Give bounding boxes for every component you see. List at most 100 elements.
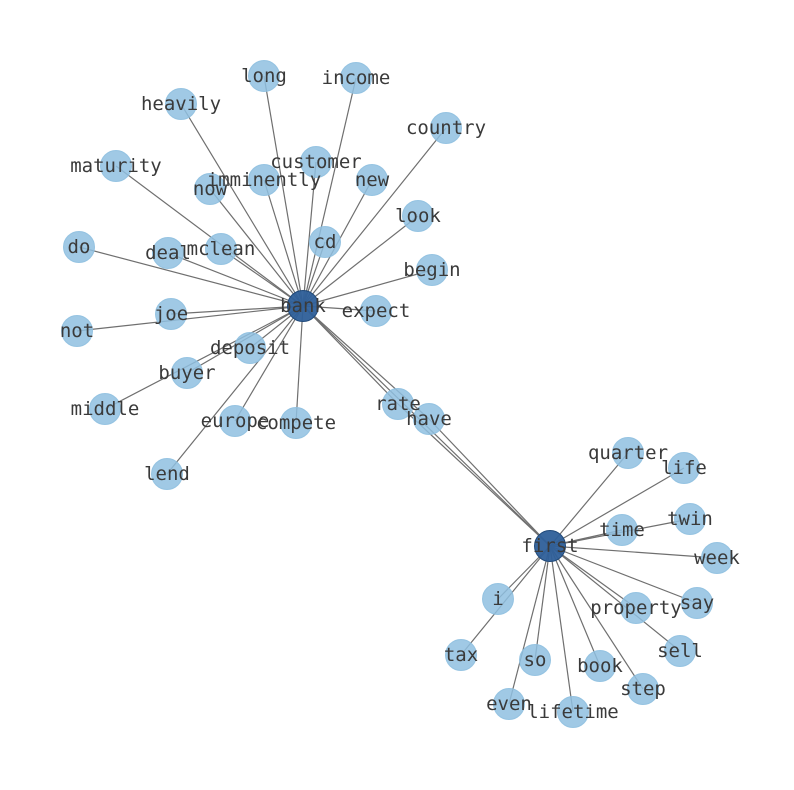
node-buyer [171,357,203,389]
node-book [584,650,616,682]
edge-bank-middle [104,305,304,410]
edge-first-property [549,545,637,609]
node-europe [219,405,251,437]
node-so [519,644,551,676]
node-label-life: life [661,457,707,479]
node-imminently [248,164,280,196]
node-long [248,60,280,92]
node-quarter [612,437,644,469]
edge-bank-heavily [180,103,304,307]
node-label-step: step [620,678,666,700]
node-label-country: country [406,117,486,139]
edge-bank-long [263,75,304,307]
node-label-not: not [60,320,94,342]
node-label-quarter: quarter [588,442,668,464]
node-label-week: week [694,547,740,569]
node-label-middle: middle [71,398,140,420]
node-twin [674,503,706,535]
node-cd [309,226,341,258]
node-label-customer: customer [270,151,362,173]
node-label-rate: rate [375,393,421,415]
node-joe [155,298,187,330]
edge-first-sell [549,545,681,652]
node-i [482,583,514,615]
node-label-lend: lend [144,463,190,485]
edge-bank-country [302,127,447,307]
edge-first-lifetime [549,545,574,713]
edge-bank-not [76,305,304,332]
node-label-say: say [680,592,714,614]
node-have [413,403,445,435]
node-label-even: even [486,693,532,715]
node-label-twin: twin [667,508,713,530]
edge-first-have [428,418,551,547]
node-middle [89,393,121,425]
node-look [402,200,434,232]
node-lend [151,458,183,490]
node-label-sell: sell [657,640,703,662]
node-label-buyer: buyer [158,362,215,384]
edge-bank-income [302,77,357,307]
node-country [430,112,462,144]
node-label-so: so [524,649,547,671]
edge-first-life [549,467,685,547]
node-deal [152,237,184,269]
node-not [61,315,93,347]
node-label-deposit: deposit [210,337,290,359]
edge-first-quarter [549,452,629,547]
edge-bank-lend [166,305,304,475]
node-label-heavily: heavily [141,93,221,115]
node-tax [445,639,477,671]
node-label-maturity: maturity [70,155,162,177]
edge-bank-customer [302,161,317,307]
node-compete [280,407,312,439]
node-first [534,530,566,562]
node-mclean [205,233,237,265]
edge-bank-look [302,215,419,307]
edge-first-even [508,545,551,705]
node-label-time: time [599,519,645,541]
node-label-first: first [521,535,578,557]
node-bank [287,290,319,322]
node-lifetime [557,696,589,728]
node-deposit [234,332,266,364]
node-do [63,231,95,263]
node-begin [416,254,448,286]
edge-first-week [549,545,718,559]
node-expect [360,295,392,327]
node-label-income: income [322,67,391,89]
node-label-imminently: imminently [207,169,321,191]
edge-bank-deal [167,252,304,307]
node-label-begin: begin [403,259,460,281]
edge-bank-maturity [115,165,304,307]
node-label-joe: joe [154,303,188,325]
node-label-mclean: mclean [187,238,256,260]
edge-bank-imminently [263,179,304,307]
edge-bank-now [209,188,304,307]
node-time [606,514,638,546]
node-step [627,673,659,705]
node-even [493,688,525,720]
node-label-i: i [492,588,503,610]
edge-first-step [549,545,644,690]
node-layer [61,60,733,728]
node-label-book: book [577,655,623,677]
node-label-new: new [355,169,390,191]
node-sell [664,635,696,667]
node-label-long: long [241,65,287,87]
node-rate [382,388,414,420]
node-heavily [165,88,197,120]
edge-bank-compete [295,305,304,424]
node-label-expect: expect [342,300,411,322]
node-label-compete: compete [256,412,336,434]
node-label-have: have [406,408,452,430]
node-label-property: property [590,597,682,619]
node-label-lifetime: lifetime [527,701,619,723]
node-property [620,592,652,624]
node-say [681,587,713,619]
edge-bank-mclean [220,248,304,307]
edge-layer [76,75,718,713]
edge-first-so [534,545,551,661]
node-label-bank: bank [280,295,326,317]
